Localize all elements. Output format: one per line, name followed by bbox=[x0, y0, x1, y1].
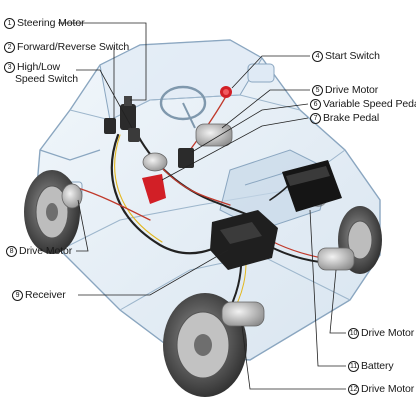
wheel-front-left bbox=[24, 170, 80, 254]
drive-motor-12-part bbox=[222, 302, 264, 326]
drive-motor-5-part bbox=[196, 124, 232, 146]
drive-motor-10-part bbox=[318, 248, 354, 270]
variable-speed-pedal-part bbox=[178, 148, 194, 168]
start-switch-part bbox=[220, 86, 232, 98]
small-motor-part bbox=[143, 153, 167, 171]
forward-reverse-switch-part bbox=[104, 118, 116, 134]
high-low-switch-part bbox=[128, 128, 140, 142]
